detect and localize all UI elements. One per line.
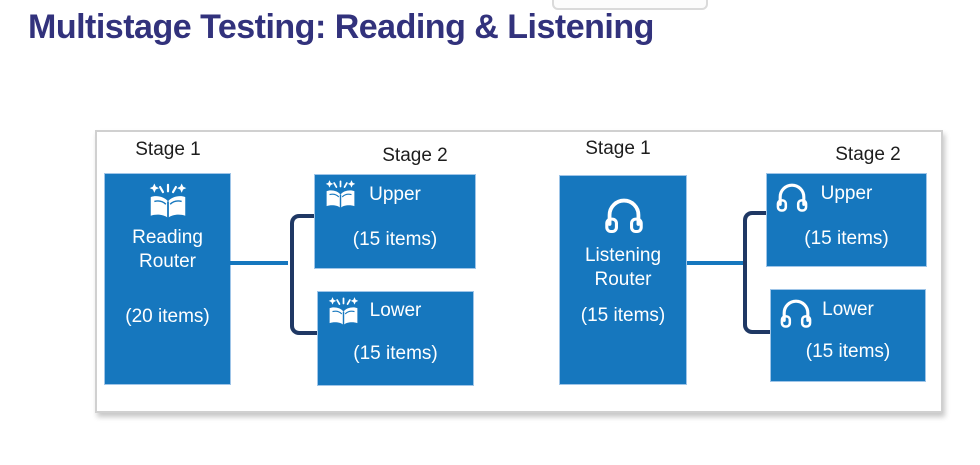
listening-router-name: Listening Router: [560, 244, 686, 292]
listening-upper-label: Upper: [820, 183, 873, 204]
reading-lower-items: (15 items): [353, 343, 438, 364]
open-book-sparkles-icon: [148, 182, 188, 220]
listening-router-items: (15 items): [580, 305, 666, 326]
reading-router-line1: Reading: [132, 227, 203, 248]
reading-router-items: (20 items): [125, 306, 210, 327]
listening-router-line2: Router: [594, 269, 652, 290]
listening-router-line1: Listening: [584, 245, 662, 266]
listening-branch-bracket: [743, 211, 771, 334]
reading-router-name: Reading Router: [105, 226, 230, 274]
listening-upper-box: Upper (15 items): [766, 173, 927, 267]
listening-stage1-label: Stage 1: [585, 138, 651, 159]
reading-upper-items: (15 items): [352, 229, 438, 250]
headphones-icon: [604, 198, 644, 234]
listening-lower-items: (15 items): [805, 341, 891, 362]
reading-upper-label: Upper: [369, 184, 421, 205]
listening-lower-label: Lower: [822, 299, 874, 320]
reading-upper-box: Upper (15 items): [314, 174, 476, 269]
reading-stage1-label: Stage 1: [135, 139, 201, 160]
cropped-top-element: [552, 0, 708, 10]
reading-stage2-label: Stage 2: [382, 145, 448, 166]
reading-lower-box: Lower (15 items): [317, 291, 474, 386]
reading-router-line2: Router: [138, 251, 197, 272]
reading-lower-label: Lower: [369, 300, 422, 321]
diagram-panel: Stage 1 Reading Router (20 items) Stage …: [95, 130, 943, 413]
page-title: Multistage Testing: Reading & Listening: [28, 8, 654, 46]
listening-stage2-label: Stage 2: [835, 144, 901, 165]
reading-branch-bracket: [290, 214, 317, 335]
listening-lower-box: Lower (15 items): [770, 289, 926, 382]
reading-router-box: Reading Router (20 items): [104, 173, 231, 385]
listening-connector-line: [687, 261, 745, 265]
listening-upper-items: (15 items): [804, 228, 889, 249]
listening-router-box: Listening Router (15 items): [559, 175, 687, 385]
reading-connector-line: [230, 261, 288, 265]
